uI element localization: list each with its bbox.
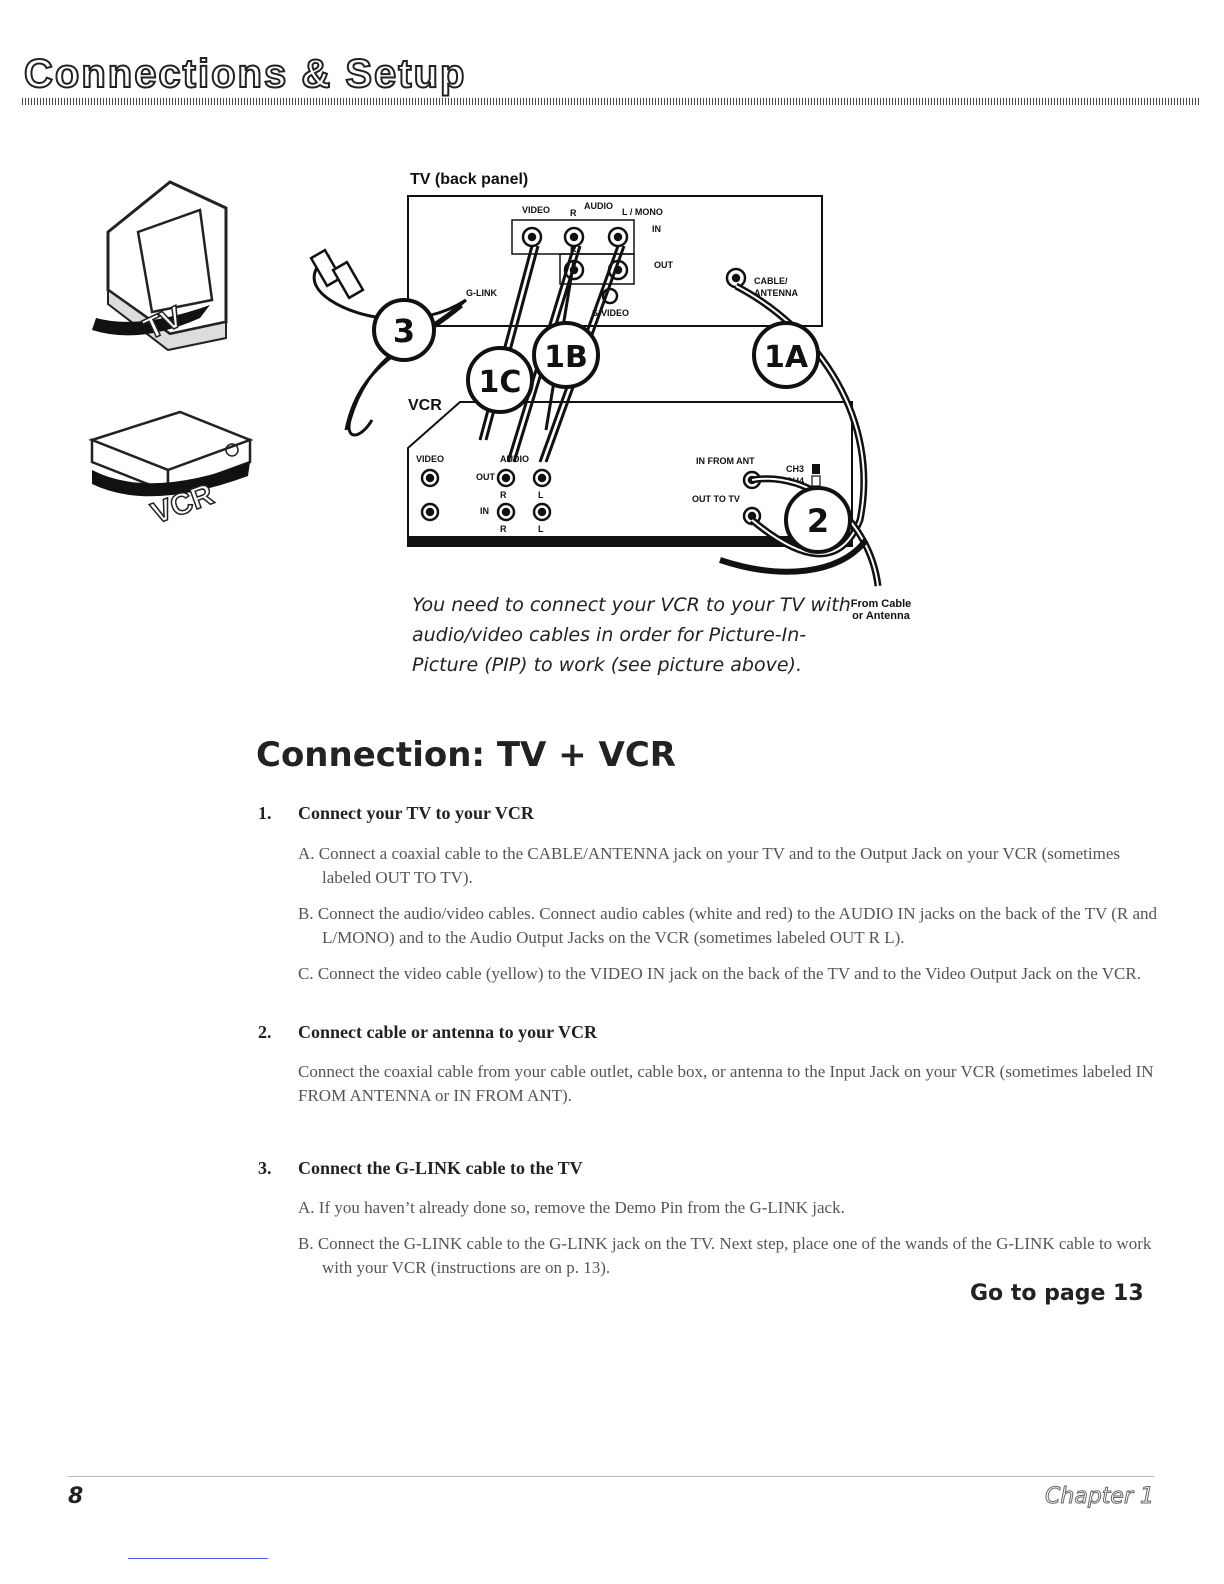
step-1b-text: B. Connect the audio/video cables. Conne… bbox=[298, 904, 1158, 947]
tv-lmono-label: L / MONO bbox=[622, 207, 663, 217]
step-3-title: Connect the G-LINK cable to the TV bbox=[298, 1158, 583, 1178]
footer-rule bbox=[68, 1476, 1154, 1477]
step-3b-text: B. Connect the G-LINK cable to the G-LIN… bbox=[298, 1234, 1152, 1277]
tv-device-icon: TV bbox=[92, 180, 228, 352]
from-cable-line2: or Antenna bbox=[852, 610, 910, 622]
page-number: 8 bbox=[68, 1484, 84, 1509]
page-header-title: Connections & Setup bbox=[23, 51, 467, 97]
go-to-page-link[interactable]: Go to page 13 bbox=[970, 1281, 1144, 1306]
tv-svideo-label: S-VIDEO bbox=[592, 308, 629, 318]
svg-text:3: 3 bbox=[393, 312, 415, 350]
step-3-number: 3. bbox=[258, 1158, 272, 1178]
callout-3: 3 bbox=[372, 298, 436, 362]
tv-out-label: OUT bbox=[654, 260, 674, 270]
callout-1c: 1C bbox=[466, 346, 534, 414]
diagram-caption: You need to connect your VCR to your TV … bbox=[412, 594, 851, 676]
vcr-back-panel bbox=[407, 401, 853, 547]
step-1a-text: A. Connect a coaxial cable to the CABLE/… bbox=[298, 844, 1120, 887]
from-cable-line1: From Cable bbox=[850, 598, 912, 610]
bottom-link-underline bbox=[128, 1558, 268, 1559]
step-1-number: 1. bbox=[258, 803, 272, 823]
connection-diagram: TV VCR VIDEO R AUDIO L / MONO IN R OUT G… bbox=[88, 180, 882, 587]
callout-1b: 1B bbox=[532, 321, 600, 389]
vcr-out-label: OUT bbox=[476, 472, 496, 482]
step-3a-text: A. If you haven’t already done so, remov… bbox=[298, 1198, 845, 1217]
tv-r-label: R bbox=[570, 208, 577, 218]
vcr-in-from-ant-label: IN FROM ANT bbox=[696, 456, 755, 466]
step-2-number: 2. bbox=[258, 1022, 272, 1042]
step-3-body: A. If you haven’t already done so, remov… bbox=[298, 1196, 1158, 1280]
vcr-in-label: IN bbox=[480, 506, 489, 516]
tv-in-label: IN bbox=[652, 224, 661, 234]
step-2-text: Connect the coaxial cable from your cabl… bbox=[298, 1062, 1154, 1105]
svg-text:1C: 1C bbox=[479, 365, 522, 400]
chapter-label: Chapter 1 bbox=[1045, 1484, 1155, 1510]
vcr-l1-label: L bbox=[538, 490, 544, 500]
step-2-body: Connect the coaxial cable from your cabl… bbox=[298, 1060, 1158, 1108]
step-1-title: Connect your TV to your VCR bbox=[298, 803, 534, 823]
callout-2: 2 bbox=[784, 486, 852, 554]
vcr-ch3-label: CH3 bbox=[786, 464, 804, 474]
tv-audio-label: AUDIO bbox=[584, 201, 613, 211]
tv-glink-label: G-LINK bbox=[466, 288, 497, 298]
step-1c-text: C. Connect the video cable (yellow) to t… bbox=[298, 964, 1141, 983]
section-title: Connection: TV + VCR bbox=[256, 735, 676, 775]
svg-text:2: 2 bbox=[807, 502, 829, 540]
vcr-r1-label: R bbox=[500, 490, 507, 500]
step-1-body: A. Connect a coaxial cable to the CABLE/… bbox=[298, 842, 1158, 986]
header-rule bbox=[22, 98, 1200, 105]
callout-1a: 1A bbox=[752, 321, 820, 389]
tv-video-label: VIDEO bbox=[522, 205, 550, 215]
from-cable-label: From Cable or Antenna bbox=[836, 598, 926, 622]
tv-antenna-label: ANTENNA bbox=[754, 288, 798, 298]
vcr-l2-label: L bbox=[538, 524, 544, 534]
vcr-out-to-tv-label: OUT TO TV bbox=[692, 494, 740, 504]
step-2-title: Connect cable or antenna to your VCR bbox=[298, 1022, 598, 1042]
svg-text:1A: 1A bbox=[764, 340, 809, 375]
vcr-r2-label: R bbox=[500, 524, 507, 534]
vcr-video-label: VIDEO bbox=[416, 454, 444, 464]
vcr-device-icon: VCR bbox=[88, 410, 254, 531]
tv-cable-label: CABLE/ bbox=[754, 276, 788, 286]
tv-back-panel-caption: TV (back panel) bbox=[410, 171, 529, 188]
svg-text:1B: 1B bbox=[544, 340, 588, 375]
vcr-diagram-label: VCR bbox=[408, 397, 442, 414]
